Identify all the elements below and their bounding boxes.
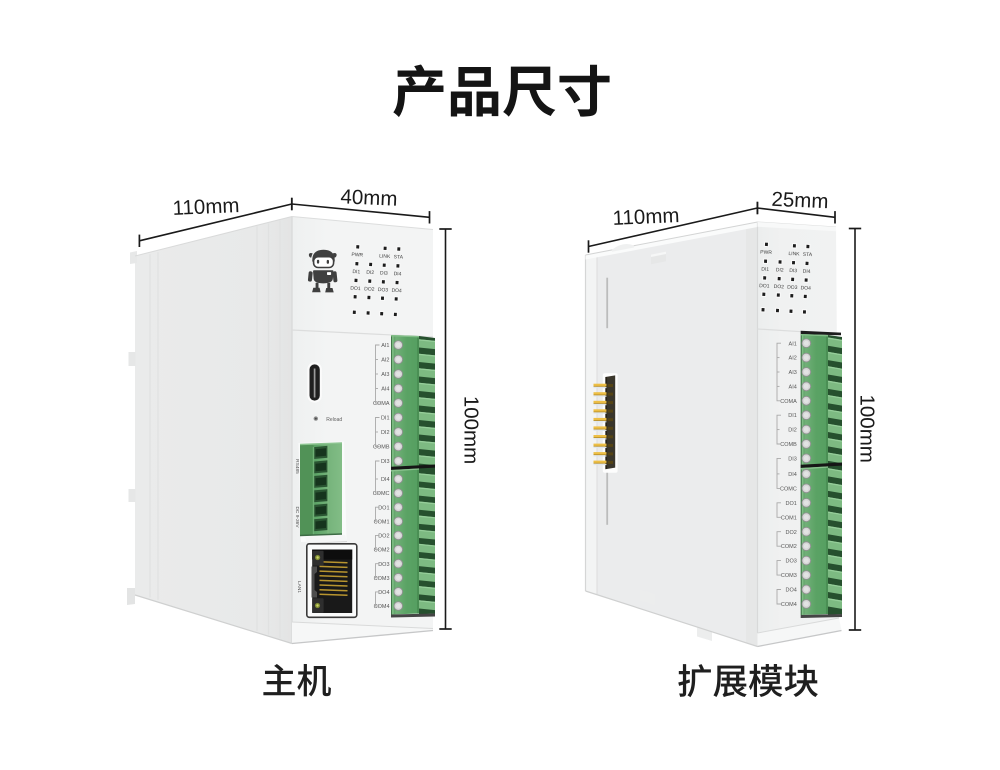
svg-text:DI2: DI2 (381, 430, 390, 436)
svg-text:AI1: AI1 (789, 341, 797, 347)
svg-text:100mm: 100mm (855, 395, 878, 463)
svg-text:DI2: DI2 (776, 267, 784, 273)
svg-text:DI1: DI1 (761, 266, 769, 272)
svg-text:DO4: DO4 (391, 288, 402, 295)
svg-text:DO3: DO3 (787, 285, 798, 292)
svg-text:LAN1: LAN1 (296, 581, 302, 593)
svg-text:DI4: DI4 (393, 271, 401, 277)
svg-text:DO1: DO1 (350, 286, 361, 293)
svg-text:40mm: 40mm (340, 185, 398, 210)
svg-text:COM4: COM4 (374, 604, 390, 610)
svg-text:DI4: DI4 (788, 472, 797, 478)
svg-text:AI2: AI2 (381, 358, 389, 364)
svg-text:LINK: LINK (379, 253, 391, 260)
svg-text:COM4: COM4 (781, 602, 797, 608)
svg-text:DI3: DI3 (380, 270, 388, 276)
svg-text:DI2: DI2 (366, 270, 374, 276)
svg-text:AI4: AI4 (381, 387, 389, 393)
svg-text:DO3: DO3 (785, 559, 796, 565)
svg-text:DI3: DI3 (381, 459, 390, 465)
svg-text:DO3: DO3 (378, 287, 389, 294)
svg-text:COM3: COM3 (374, 576, 390, 582)
svg-text:STA: STA (394, 254, 404, 261)
svg-text:COMC: COMC (373, 491, 390, 497)
svg-text:AI2: AI2 (789, 356, 797, 362)
svg-text:COMC: COMC (780, 486, 797, 492)
svg-text:DI3: DI3 (789, 268, 797, 274)
svg-text:COMA: COMA (373, 401, 390, 407)
svg-text:COM2: COM2 (374, 548, 390, 554)
svg-text:STA: STA (803, 252, 813, 259)
svg-text:DO2: DO2 (773, 284, 784, 291)
svg-text:DO1: DO1 (759, 283, 770, 290)
svg-text:COMA: COMA (780, 399, 797, 405)
svg-text:COMB: COMB (780, 442, 797, 448)
svg-text:COMB: COMB (373, 445, 390, 451)
svg-text:110mm: 110mm (172, 194, 240, 220)
svg-text:DO2: DO2 (378, 534, 389, 540)
svg-text:LINK: LINK (788, 251, 800, 258)
svg-text:RS485: RS485 (294, 459, 300, 474)
svg-text:110mm: 110mm (612, 204, 680, 230)
svg-text:AI3: AI3 (789, 370, 797, 376)
svg-text:DO1: DO1 (785, 501, 796, 507)
svg-text:DO2: DO2 (364, 286, 375, 293)
svg-text:PWR: PWR (351, 252, 363, 259)
svg-text:AI3: AI3 (381, 372, 389, 378)
svg-text:DO2: DO2 (785, 530, 796, 536)
svg-text:DO4: DO4 (378, 590, 389, 596)
svg-text:AI1: AI1 (381, 343, 389, 349)
svg-text:DI3: DI3 (788, 456, 797, 462)
svg-text:DI1: DI1 (381, 416, 390, 422)
svg-text:DO4: DO4 (785, 588, 796, 594)
svg-text:COM2: COM2 (781, 544, 797, 550)
svg-text:COM1: COM1 (374, 519, 390, 525)
svg-text:25mm: 25mm (771, 188, 829, 213)
svg-text:DI1: DI1 (352, 269, 360, 275)
svg-text:DO3: DO3 (378, 562, 389, 568)
svg-text:COM1: COM1 (781, 515, 797, 521)
svg-text:100mm: 100mm (460, 396, 483, 464)
svg-text:DO4: DO4 (800, 285, 811, 292)
svg-text:DC 9-36V: DC 9-36V (294, 506, 300, 528)
svg-text:DI1: DI1 (788, 413, 797, 419)
svg-text:AI4: AI4 (789, 385, 797, 391)
svg-text:COM3: COM3 (781, 573, 797, 579)
svg-text:Reload: Reload (326, 417, 342, 423)
svg-text:DI4: DI4 (381, 477, 390, 483)
svg-text:PWR: PWR (760, 249, 772, 256)
svg-text:DI2: DI2 (788, 428, 797, 434)
svg-text:DO1: DO1 (378, 505, 389, 511)
svg-text:DI4: DI4 (803, 269, 811, 275)
